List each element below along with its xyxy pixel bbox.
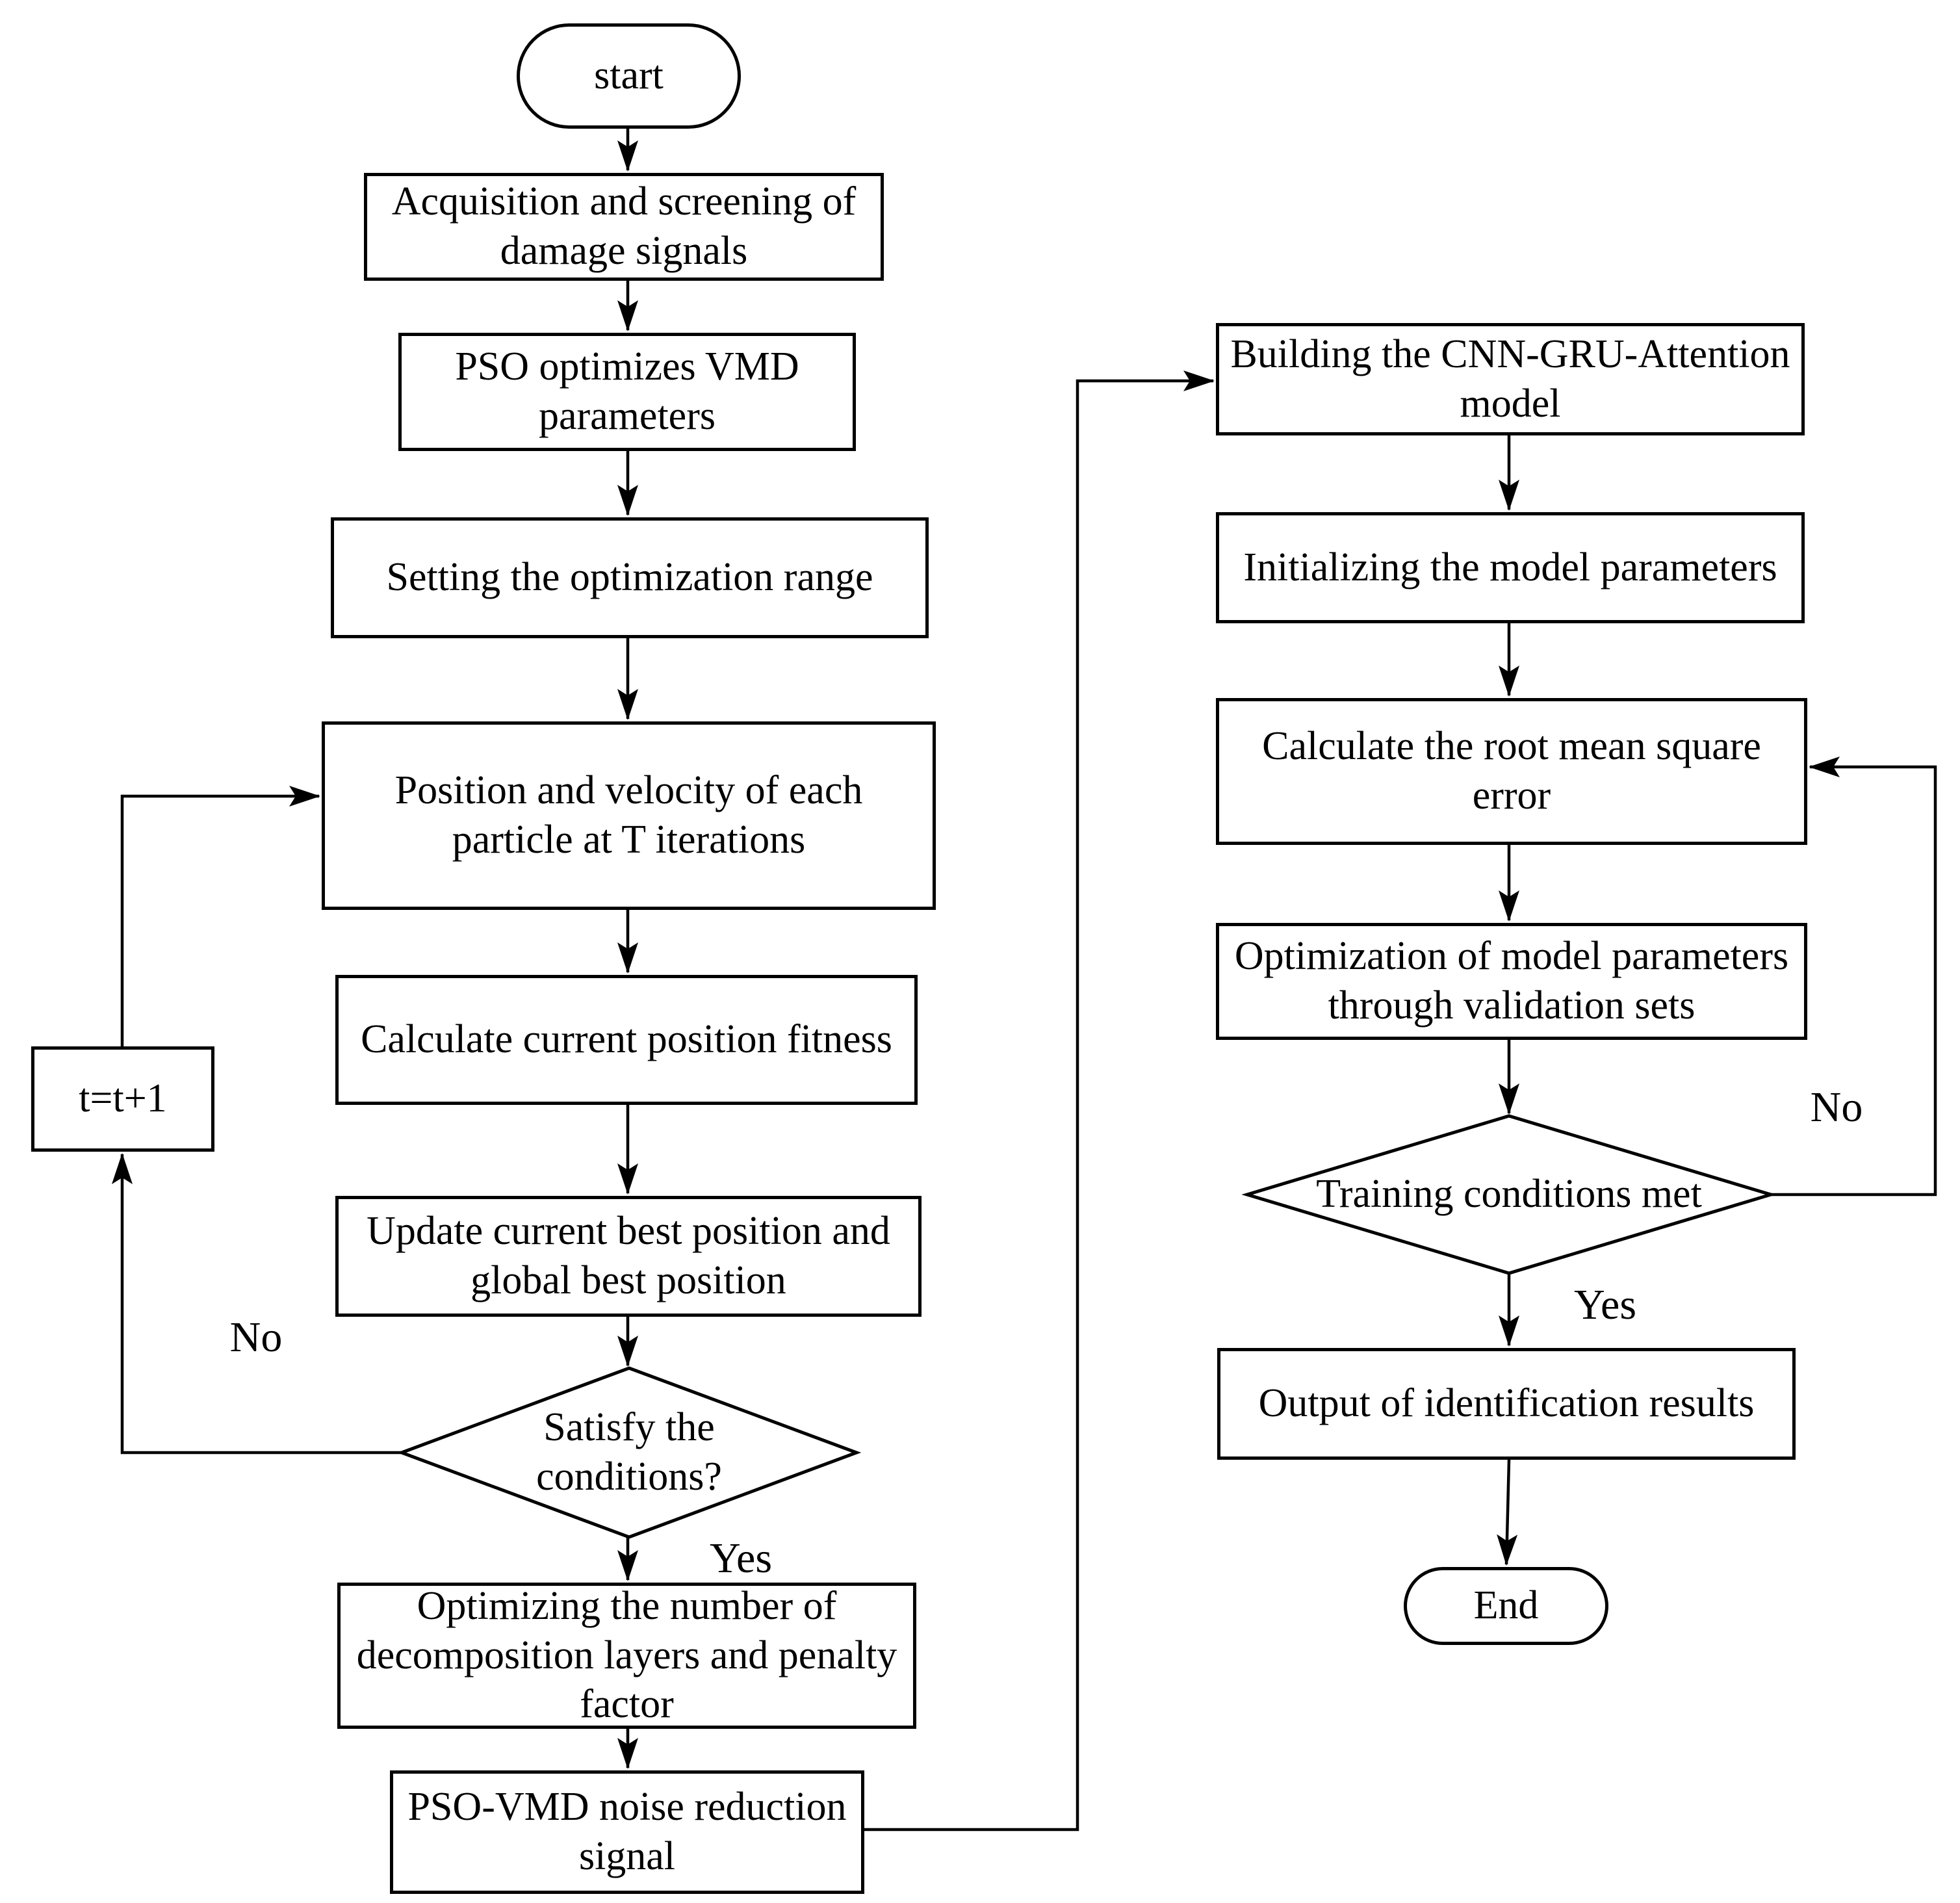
node-calculate-rmse-label: Calculate the root mean square error [1262, 724, 1761, 818]
edge-label-yes-right: Yes [1573, 1281, 1637, 1328]
node-optimizing-layers-penalty-label: Optimizing the number of decomposition l… [356, 1584, 897, 1727]
node-optimization-validation-sets-label: Optimization of model parameters through… [1234, 934, 1789, 1028]
node-optimization-validation-sets: Optimization of model parameters through… [1216, 923, 1807, 1040]
node-building-cnn-gru-attention-label: Building the CNN-GRU-Attention model [1230, 331, 1790, 426]
node-calculate-fitness-label: Calculate current position fitness [361, 1017, 892, 1062]
node-position-velocity-label: Position and velocity of each particle a… [394, 768, 863, 862]
node-pso-optimizes-vmd: PSO optimizes VMD parameters [398, 333, 856, 451]
node-pso-vmd-noise-reduction: PSO-VMD noise reduction signal [390, 1770, 864, 1894]
node-initializing-parameters: Initializing the model parameters [1216, 512, 1805, 623]
node-output-identification-results: Output of identification results [1217, 1348, 1796, 1460]
node-end: End [1404, 1567, 1608, 1645]
node-setting-optimization-range: Setting the optimization range [331, 517, 929, 638]
node-setting-optimization-range-label: Setting the optimization range [386, 555, 873, 600]
decision-diamond-satisfy [396, 1366, 862, 1539]
node-pso-optimizes-vmd-label: PSO optimizes VMD parameters [455, 344, 799, 438]
node-pso-vmd-noise-reduction-label: PSO-VMD noise reduction signal [407, 1785, 847, 1878]
node-training-conditions-decision: Training conditions met [1247, 1116, 1771, 1273]
edge-label-no-right: No [1810, 1083, 1863, 1131]
node-acquisition-screening-label: Acquisition and screening of damage sign… [391, 179, 857, 273]
node-calculate-fitness: Calculate current position fitness [335, 975, 918, 1105]
node-end-label: End [1473, 1583, 1539, 1628]
flow-edge-output-to-end [1497, 1459, 1518, 1566]
node-satisfy-conditions-label: Satisfy the conditions? [536, 1405, 722, 1499]
node-output-identification-results-label: Output of identification results [1258, 1381, 1755, 1426]
edge-label-no-left: No [229, 1314, 283, 1361]
node-t-increment: t=t+1 [31, 1046, 214, 1152]
flow-edge-t_plus-to-position_velocity [120, 786, 320, 1046]
node-start-label: start [594, 53, 664, 98]
node-update-best-position-label: Update current best position and global … [367, 1209, 890, 1302]
node-t-increment-label: t=t+1 [79, 1076, 167, 1121]
node-acquisition-screening: Acquisition and screening of damage sign… [364, 173, 884, 281]
node-position-velocity: Position and velocity of each particle a… [322, 721, 936, 910]
node-satisfy-conditions-decision: Satisfy the conditions? [402, 1368, 857, 1537]
decision-diamond-training_met [1241, 1114, 1777, 1275]
node-calculate-rmse: Calculate the root mean square error [1216, 698, 1807, 845]
node-optimizing-layers-penalty: Optimizing the number of decomposition l… [337, 1583, 916, 1729]
flow-edge-training_met-to-calc_rmse [1771, 757, 1937, 1197]
node-start: start [517, 23, 741, 129]
flow-edge-pso_vmd-to-building [864, 370, 1215, 1832]
edge-label-yes-left: Yes [709, 1534, 773, 1582]
flow-edge-satisfy-to-t_plus [112, 1153, 402, 1455]
node-building-cnn-gru-attention: Building the CNN-GRU-Attention model [1216, 323, 1805, 435]
node-initializing-parameters-label: Initializing the model parameters [1243, 545, 1777, 589]
node-update-best-position: Update current best position and global … [335, 1196, 922, 1317]
node-training-conditions-label: Training conditions met [1316, 1172, 1702, 1217]
